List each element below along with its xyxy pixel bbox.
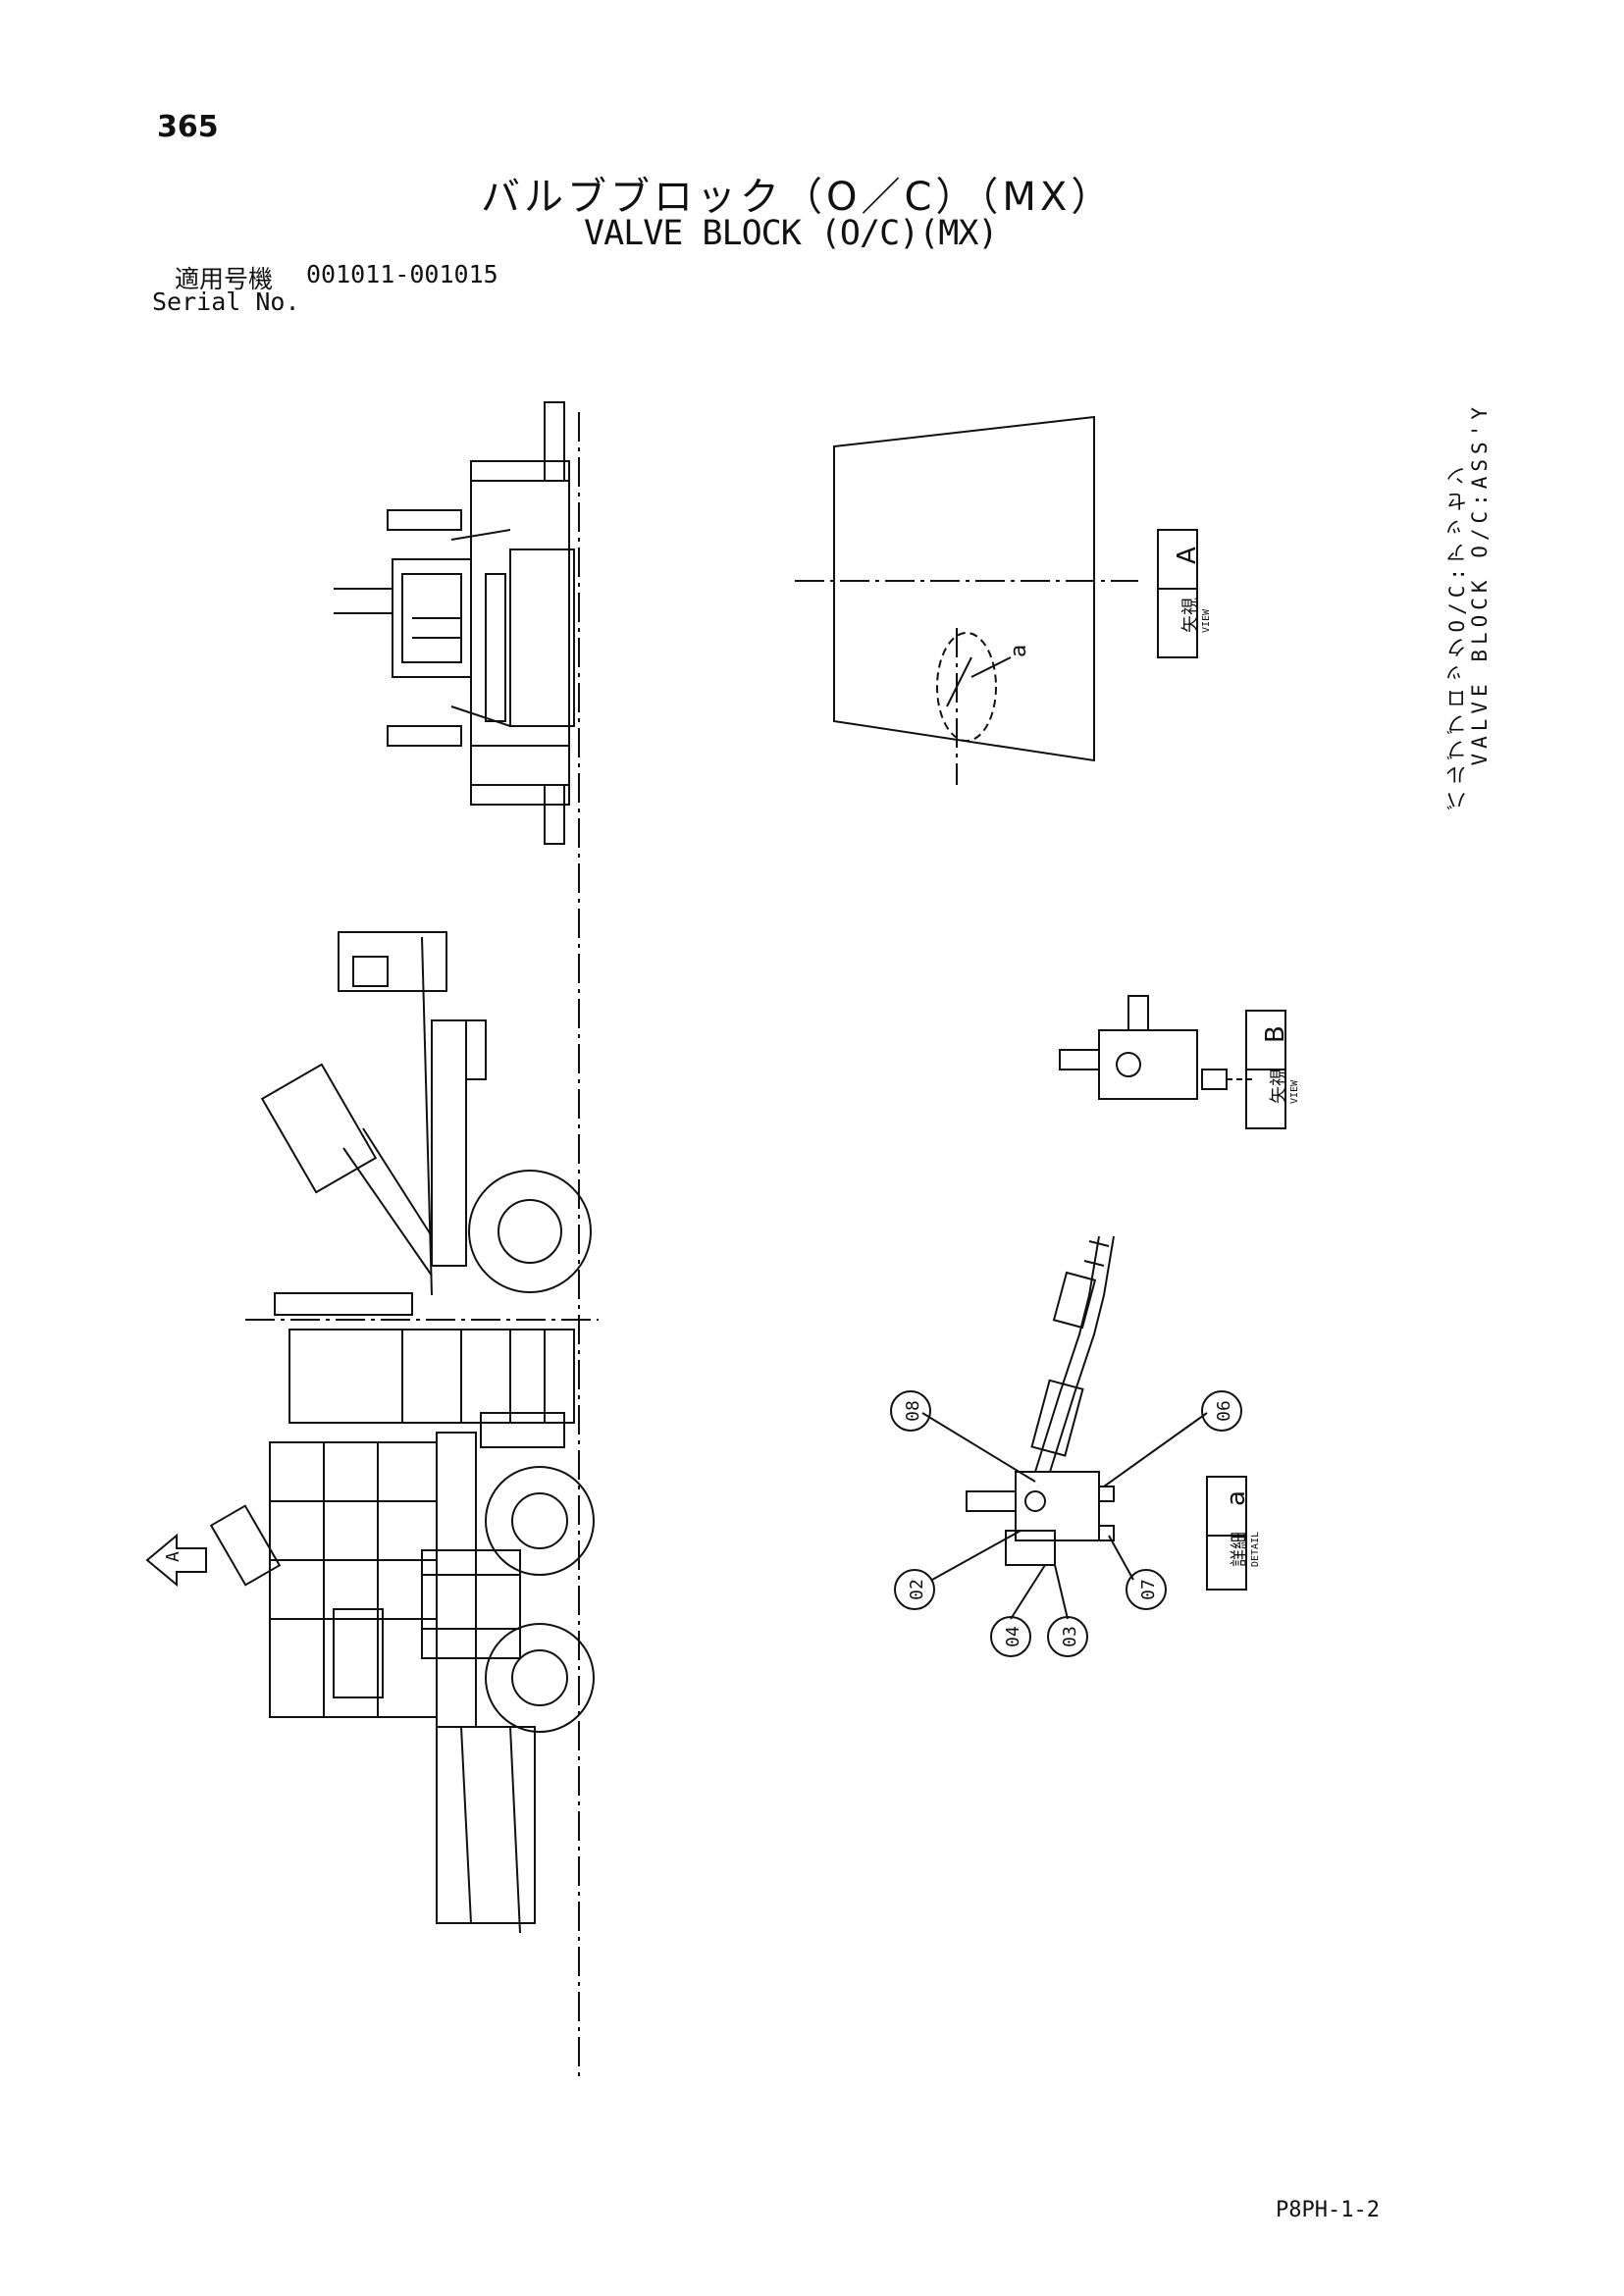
svg-text:03: 03 (1060, 1626, 1080, 1647)
view-b-drawing (1059, 995, 1256, 1100)
svg-text:DETAIL: DETAIL (1250, 1532, 1261, 1567)
machine-centerline (245, 412, 599, 2080)
svg-text:07: 07 (1138, 1579, 1159, 1600)
page-number: 365 (157, 110, 219, 144)
view-a-outline: a (795, 415, 1138, 785)
svg-text:A: A (1173, 547, 1202, 564)
part-callout-03: 03 (1047, 1564, 1088, 1657)
machine-top-view (334, 401, 575, 845)
serial-label-japanese: 適用号機 (175, 265, 274, 293)
view-b-label: 矢視 VIEW B (1245, 1010, 1300, 1129)
view-arrow-a: A (145, 1533, 207, 1588)
serial-label-english: Serial No. (152, 287, 300, 316)
svg-text:VIEW: VIEW (1201, 608, 1212, 633)
svg-text:02: 02 (907, 1579, 927, 1600)
title-english: VALVE BLOCK (O/C)(MX) (584, 214, 999, 253)
part-callout-02: 02 (894, 1530, 1022, 1610)
svg-text:矢視: 矢視 (1180, 598, 1201, 633)
svg-text:04: 04 (1003, 1626, 1023, 1647)
machine-side-view (209, 931, 595, 1934)
svg-text:06: 06 (1214, 1400, 1234, 1422)
svg-text:矢視: 矢視 (1269, 1069, 1289, 1104)
svg-text:VIEW: VIEW (1289, 1079, 1300, 1104)
svg-text:a: a (1222, 1490, 1251, 1506)
detail-a-drawing (966, 1235, 1115, 1566)
part-callout-07: 07 (1108, 1535, 1167, 1610)
view-a-label: 矢視 VIEW A (1157, 529, 1212, 658)
svg-text:詳細: 詳細 (1230, 1532, 1250, 1567)
detail-a-label: 詳細 DETAIL a (1206, 1476, 1261, 1591)
view-arrow-a-letter: A (163, 1551, 183, 1562)
svg-text:B: B (1261, 1025, 1290, 1043)
part-callout-04: 04 (990, 1564, 1046, 1657)
callout-a-letter: a (1007, 645, 1031, 657)
title-japanese: バルブブロック（O／C）（MX） (481, 175, 1115, 220)
svg-text:08: 08 (903, 1400, 923, 1422)
document-code: P8PH-1-2 (1276, 2198, 1380, 2222)
part-callout-08: 08 (890, 1390, 1036, 1483)
part-callout-06: 06 (1103, 1390, 1242, 1487)
serial-range: 001011-001015 (306, 260, 498, 288)
